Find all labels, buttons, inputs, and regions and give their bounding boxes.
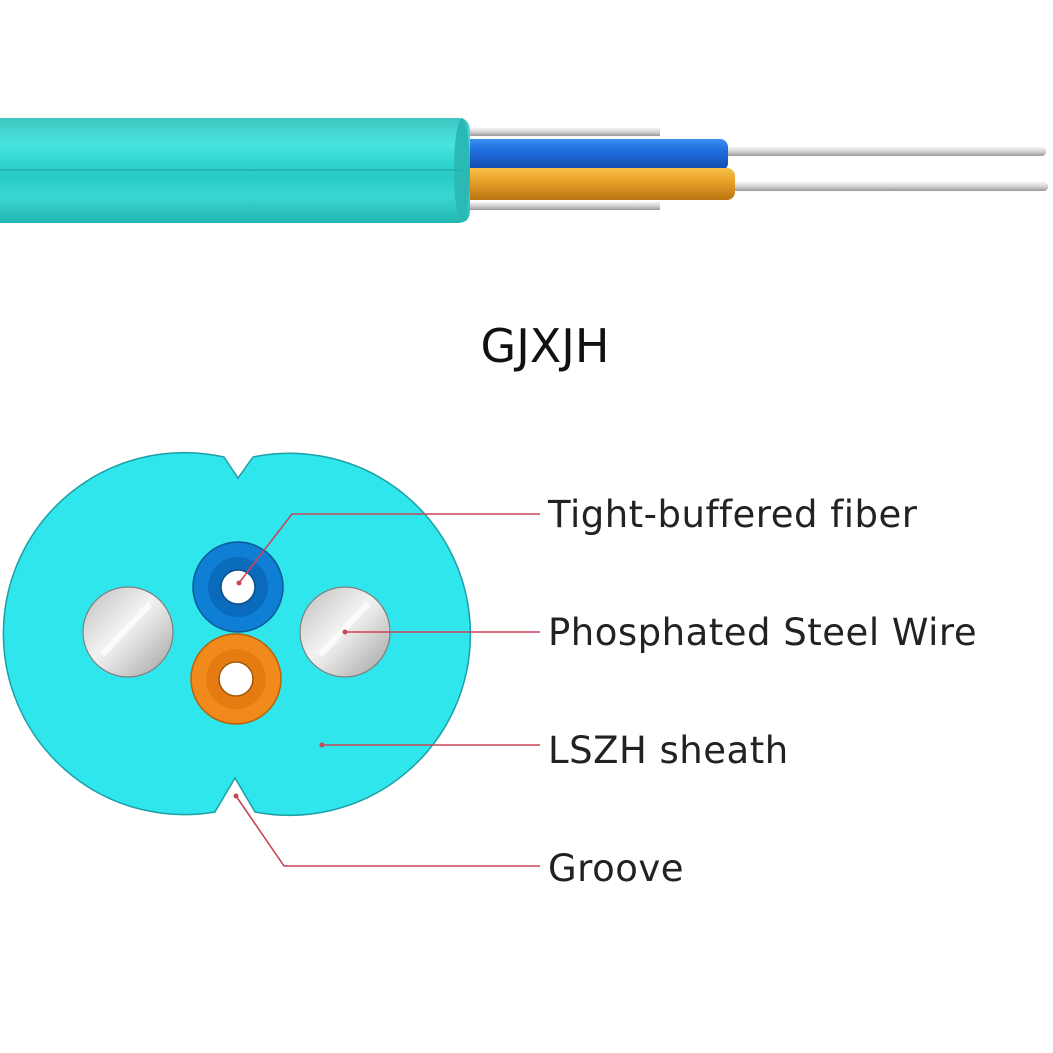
- leader-line-fiber: [238, 513, 540, 584]
- steel-wire-left-shine: [99, 601, 153, 658]
- label-groove: Groove: [548, 847, 684, 890]
- orange-fiber-side: [455, 168, 735, 200]
- leader-line-groove: [235, 795, 540, 867]
- steel-wire-side-bottom: [455, 202, 660, 210]
- label-lszh-sheath: LSZH sheath: [548, 729, 789, 772]
- steel-wire-side-top: [455, 128, 660, 136]
- steel-wire-right-shine: [317, 601, 371, 658]
- leader-lines: [235, 513, 540, 867]
- leader-dot-fiber: [236, 580, 242, 586]
- orange-fiber-core: [218, 661, 254, 697]
- diagram-title: GJXJH: [481, 319, 610, 373]
- cable-cross-section: [2, 451, 472, 817]
- leader-dot-groove: [233, 793, 239, 799]
- bare-fiber-side-bottom: [720, 182, 1048, 191]
- label-tight-buffered-fiber: Tight-buffered fiber: [547, 493, 918, 536]
- cable-side-view: [0, 118, 1048, 223]
- label-phosphated-steel-wire: Phosphated Steel Wire: [548, 611, 977, 654]
- steel-wire-left: [82, 586, 174, 678]
- leader-dot-steel: [342, 629, 348, 635]
- leader-dots: [233, 580, 348, 799]
- leader-dot-sheath: [319, 742, 325, 748]
- blue-fiber-core: [220, 569, 256, 605]
- blue-fiber-side: [455, 139, 728, 171]
- bare-fiber-side-top: [720, 147, 1046, 156]
